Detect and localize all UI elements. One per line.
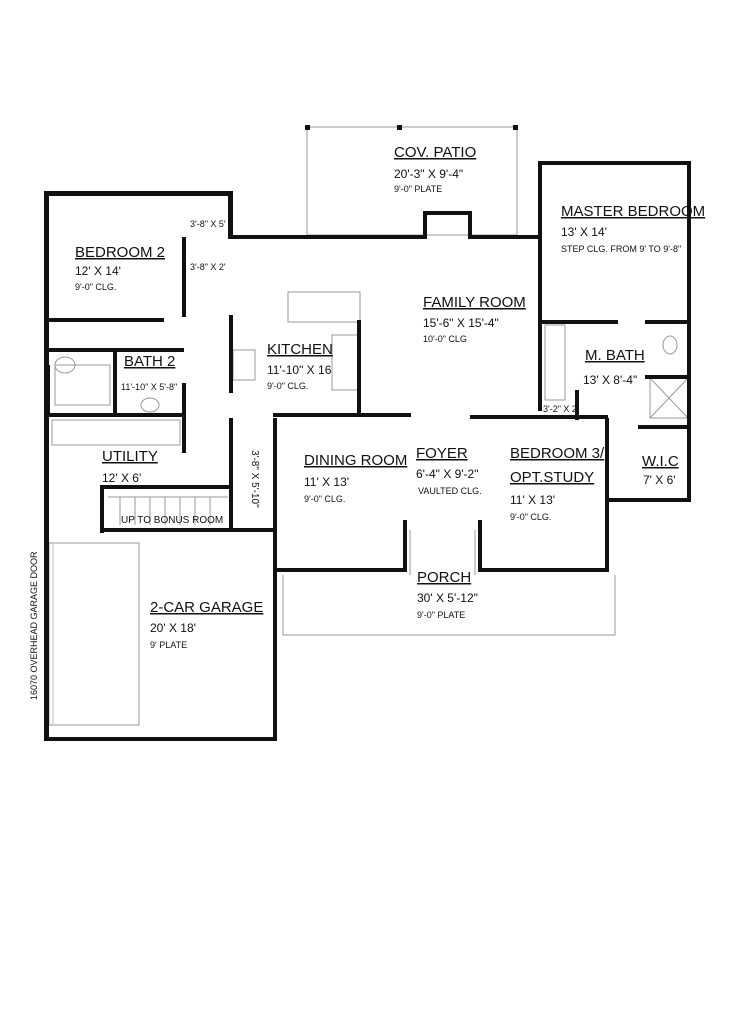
room-dim: 13' X 14' bbox=[561, 225, 607, 239]
room-note: STEP CLG. FROM 9' TO 9'-8" bbox=[561, 244, 681, 254]
room-note: 9' PLATE bbox=[150, 640, 187, 650]
room-dim: 15'-6" X 15'-4" bbox=[423, 316, 499, 330]
room-note: 9'-0" PLATE bbox=[394, 184, 442, 194]
room-wic: W.I.C 7' X 6' bbox=[642, 453, 679, 487]
room-name: W.I.C bbox=[642, 453, 679, 470]
room-name: PORCH bbox=[417, 569, 471, 586]
room-name: M. BATH bbox=[585, 347, 645, 364]
room-dining-room: DINING ROOM 11' X 13' 9'-0" CLG. bbox=[304, 452, 407, 504]
closet-dim: 3'-2" X 2' bbox=[543, 404, 579, 414]
room-dim: 11' X 13' bbox=[510, 493, 555, 507]
room-note: 9'-0" CLG. bbox=[267, 381, 308, 391]
room-note: 9'-0" PLATE bbox=[417, 610, 465, 620]
fixtures bbox=[51, 291, 689, 525]
garage-door-label: 16070 OVERHEAD GARAGE DOOR bbox=[29, 551, 39, 700]
room-dim: 12' X 14' bbox=[75, 264, 121, 278]
room-bedroom-2: BEDROOM 2 12' X 14' 9'-0" CLG. bbox=[75, 244, 165, 292]
closet-dim: 3'-8" X 5' bbox=[190, 219, 226, 229]
room-dim: 12' X 6' bbox=[102, 471, 141, 485]
room-garage: 2-CAR GARAGE 20' X 18' 9' PLATE bbox=[150, 599, 263, 650]
room-bedroom-3: BEDROOM 3/ OPT.STUDY 11' X 13' 9'-0" CLG… bbox=[510, 445, 605, 522]
room-dim: 7' X 6' bbox=[643, 473, 676, 487]
room-utility: UTILITY 12' X 6' bbox=[102, 448, 158, 485]
stair-dim: 3'-8" X 5'-10" bbox=[249, 450, 260, 508]
stair-label: UP TO BONUS ROOM bbox=[121, 515, 223, 526]
room-name-2: OPT.STUDY bbox=[510, 469, 594, 486]
room-dim: 30' X 5'-12" bbox=[417, 591, 478, 605]
room-name: DINING ROOM bbox=[304, 452, 407, 469]
room-bath-2: BATH 2 11'-10" X 5'-8" bbox=[121, 353, 177, 392]
closet-dim: 3'-8" X 2' bbox=[190, 262, 226, 272]
room-dim: 11'-10" X 5'-8" bbox=[121, 382, 177, 392]
room-name: FOYER bbox=[416, 445, 468, 462]
room-name: BATH 2 bbox=[124, 353, 175, 370]
room-note: 9'-0" CLG. bbox=[304, 494, 345, 504]
room-dim: 11'-10" X 16 bbox=[267, 363, 332, 377]
room-cov-patio: COV. PATIO 20'-3" X 9'-4" 9'-0" PLATE bbox=[394, 144, 476, 194]
room-master-bedroom: MASTER BEDROOM 13' X 14' STEP CLG. FROM … bbox=[561, 203, 705, 254]
room-name: BEDROOM 2 bbox=[75, 244, 165, 261]
room-note: 10'-0" CLG bbox=[423, 334, 467, 344]
room-family-room: FAMILY ROOM 15'-6" X 15'-4" 10'-0" CLG bbox=[423, 294, 526, 344]
room-porch: PORCH 30' X 5'-12" 9'-0" PLATE bbox=[417, 569, 478, 620]
porch-outline bbox=[282, 530, 616, 636]
room-note: 9'-0" CLG. bbox=[510, 512, 551, 522]
room-note: VAULTED CLG. bbox=[418, 486, 482, 496]
room-kitchen: KITCHEN 11'-10" X 16 9'-0" CLG. bbox=[267, 341, 333, 391]
garage-door bbox=[48, 542, 140, 726]
room-dim: 13' X 8'-4" bbox=[583, 373, 637, 387]
room-note: 9'-0" CLG. bbox=[75, 282, 116, 292]
room-name: MASTER BEDROOM bbox=[561, 203, 705, 220]
room-name: 2-CAR GARAGE bbox=[150, 599, 263, 616]
room-m-bath: M. BATH 13' X 8'-4" bbox=[583, 347, 645, 387]
room-name: COV. PATIO bbox=[394, 144, 476, 161]
room-name: BEDROOM 3/ bbox=[510, 445, 605, 462]
room-dim: 11' X 13' bbox=[304, 475, 349, 489]
room-name: UTILITY bbox=[102, 448, 158, 465]
walls bbox=[44, 161, 691, 741]
room-name: FAMILY ROOM bbox=[423, 294, 526, 311]
room-name: KITCHEN bbox=[267, 341, 333, 358]
room-foyer: FOYER 6'-4" X 9'-2" VAULTED CLG. bbox=[416, 445, 482, 496]
room-dim: 20' X 18' bbox=[150, 621, 196, 635]
room-dim: 6'-4" X 9'-2" bbox=[416, 467, 478, 481]
room-dim: 20'-3" X 9'-4" bbox=[394, 167, 463, 181]
